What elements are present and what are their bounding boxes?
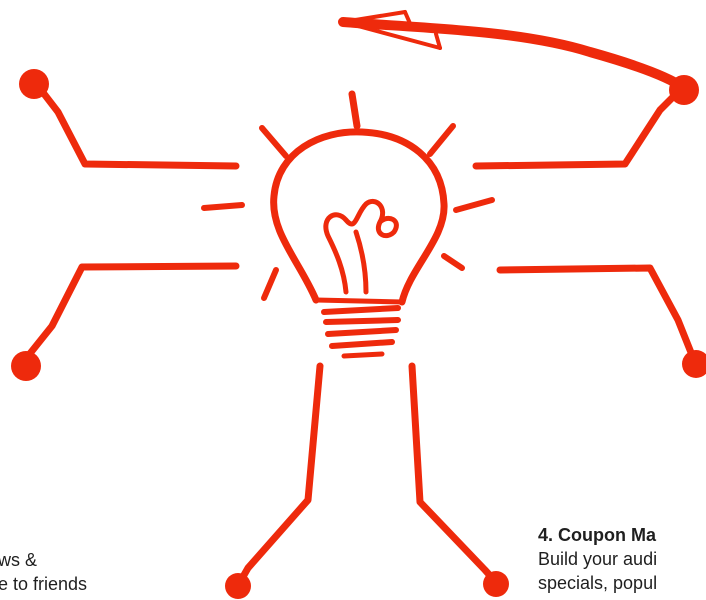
lightbulb-icon xyxy=(274,132,444,356)
curved-arrow-icon xyxy=(343,12,684,88)
connector-right-bottom xyxy=(500,268,706,378)
connector-bottom-left xyxy=(225,366,320,599)
connector-left-bottom xyxy=(11,266,236,381)
left-caption-line-2: e to friends xyxy=(0,572,87,596)
connector-bottom-right xyxy=(412,366,509,597)
connector-left-top xyxy=(19,69,236,166)
left-caption-line-1: ws & xyxy=(0,548,87,572)
right-caption: 4. Coupon Ma Build your audi specials, p… xyxy=(538,523,657,595)
right-caption-title: 4. Coupon Ma xyxy=(538,523,657,547)
light-rays xyxy=(204,94,492,298)
right-caption-line-1: Build your audi xyxy=(538,547,657,571)
left-caption: ws & e to friends xyxy=(0,548,87,596)
connector-right-top xyxy=(476,75,699,166)
right-caption-line-2: specials, popul xyxy=(538,571,657,595)
